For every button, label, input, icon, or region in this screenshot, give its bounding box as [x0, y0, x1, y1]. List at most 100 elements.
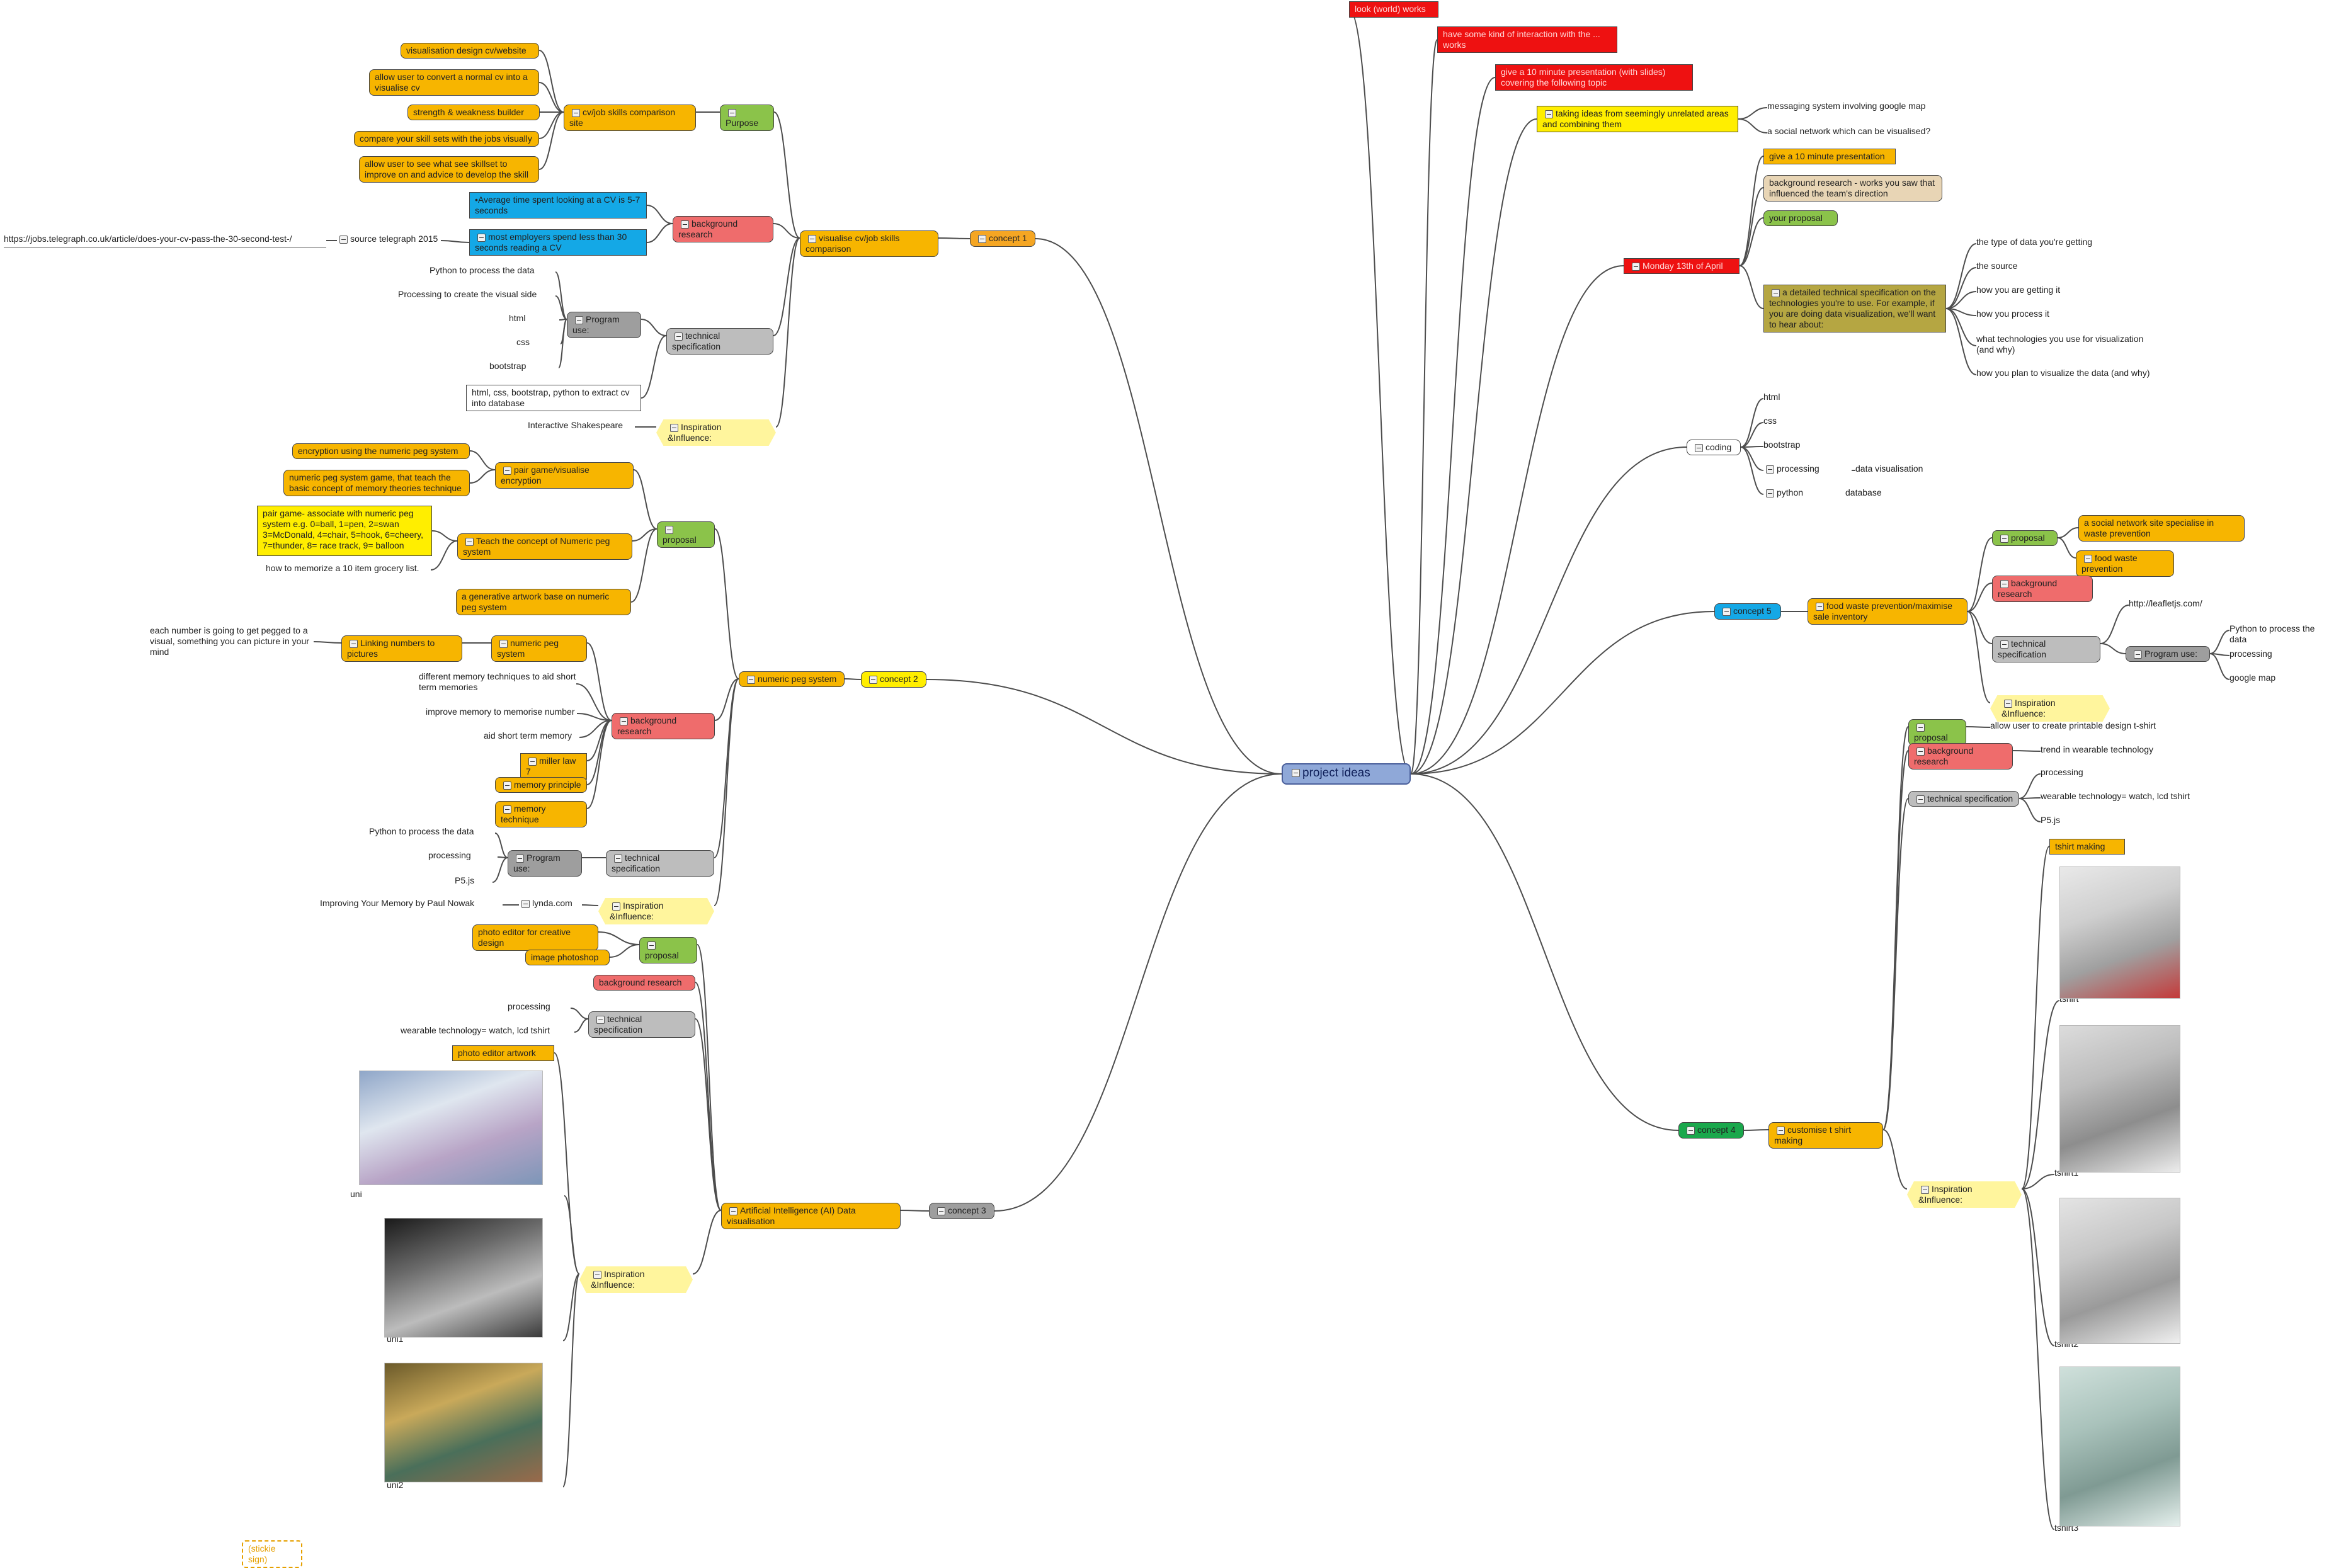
node-c2b1a[interactable]: Linking numbers to pictures	[341, 635, 462, 662]
node-c1pu[interactable]: Program use:	[567, 312, 641, 338]
collapse-toggle-icon[interactable]	[572, 108, 580, 117]
node-c4i[interactable]: Inspiration &Influence:	[1907, 1181, 2022, 1208]
node-c4t[interactable]: technical specification	[1908, 791, 2019, 807]
node-c2b3[interactable]: improve memory to memorise number	[426, 707, 577, 720]
collapse-toggle-icon[interactable]	[1687, 1126, 1695, 1135]
node-cod4[interactable]: processing	[1763, 463, 1852, 477]
node-c5pu2[interactable]: processing	[2229, 649, 2299, 662]
collapse-toggle-icon[interactable]	[1545, 110, 1553, 118]
node-cod4a[interactable]: data visualisation	[1855, 463, 1937, 477]
node-c2pu3[interactable]: P5.js	[455, 875, 493, 889]
node-c2[interactable]: concept 2	[861, 671, 926, 688]
node-c2b6[interactable]: memory principle	[495, 777, 587, 793]
collapse-toggle-icon[interactable]	[477, 233, 486, 242]
node-c2t[interactable]: technical specification	[606, 850, 714, 877]
node-cod1[interactable]: html	[1763, 392, 1808, 406]
node-c3im3[interactable]: uni2	[387, 1480, 563, 1494]
collapse-toggle-icon[interactable]	[808, 234, 816, 243]
node-c1b2[interactable]: most employers spend less than 30 second…	[469, 229, 647, 256]
node-c4p[interactable]: proposal	[1908, 719, 1966, 746]
node-r1[interactable]: look (world) works	[1349, 1, 1438, 18]
node-mon4[interactable]: a detailed technical specification on th…	[1763, 285, 1946, 332]
node-c1s2[interactable]: allow user to convert a normal cv into a…	[369, 69, 539, 96]
collapse-toggle-icon[interactable]	[339, 235, 348, 244]
node-c3p2[interactable]: image photoshop	[525, 950, 610, 965]
node-mon4c[interactable]: how you are getting it	[1976, 285, 2068, 298]
node-c1b3[interactable]: source telegraph 2015	[337, 234, 441, 247]
collapse-toggle-icon[interactable]	[1632, 262, 1640, 271]
node-c3a[interactable]: Artificial Intelligence (AI) Data visual…	[721, 1203, 901, 1229]
collapse-toggle-icon[interactable]	[1816, 602, 1824, 611]
collapse-toggle-icon[interactable]	[503, 805, 511, 814]
node-c1pu5[interactable]: bootstrap	[489, 361, 559, 375]
collapse-toggle-icon[interactable]	[1921, 1185, 1929, 1194]
node-c5t1[interactable]: http://leafletjs.com/	[2129, 598, 2223, 612]
node-c1pu4[interactable]: css	[516, 337, 561, 351]
collapse-toggle-icon[interactable]	[2000, 534, 2008, 543]
node-c2pu1[interactable]: Python to process the data	[369, 826, 495, 840]
node-c3t1[interactable]: processing	[508, 1001, 571, 1015]
node-c5p2[interactable]: food waste prevention	[2076, 550, 2174, 577]
node-root[interactable]: project ideas	[1282, 763, 1411, 785]
node-fl[interactable]: (stickie sign)	[242, 1540, 302, 1568]
collapse-toggle-icon[interactable]	[1722, 607, 1731, 616]
collapse-toggle-icon[interactable]	[747, 675, 755, 684]
node-mon4e[interactable]: what technologies you use for visualizat…	[1976, 334, 2148, 358]
collapse-toggle-icon[interactable]	[465, 537, 474, 546]
node-c2b[interactable]: background research	[612, 713, 715, 739]
node-cod[interactable]: coding	[1687, 440, 1741, 455]
node-c2p1a[interactable]: encryption using the numeric peg system	[292, 443, 470, 459]
node-c5b[interactable]: background research	[1992, 576, 2093, 602]
node-c2p2a[interactable]: pair game- associate with numeric peg sy…	[257, 506, 432, 556]
collapse-toggle-icon[interactable]	[1695, 443, 1703, 452]
node-c3b[interactable]: background research	[593, 975, 695, 991]
node-c5p1[interactable]: a social network site specialise in wast…	[2078, 515, 2245, 542]
collapse-toggle-icon[interactable]	[2004, 699, 2012, 708]
node-c1b4[interactable]: https://jobs.telegraph.co.uk/article/doe…	[4, 234, 326, 247]
node-c1b[interactable]: background research	[673, 216, 773, 242]
node-c1s1[interactable]: visualisation design cv/website	[401, 43, 539, 59]
collapse-toggle-icon[interactable]	[593, 1270, 601, 1279]
node-c5[interactable]: concept 5	[1714, 603, 1781, 620]
node-r4b[interactable]: a social network which can be visualised…	[1767, 126, 1936, 140]
node-c1i1[interactable]: Interactive Shakespeare	[528, 420, 635, 434]
node-c2p1b[interactable]: numeric peg system game, that teach the …	[283, 470, 470, 496]
node-c4b1[interactable]: trend in wearable technology	[2041, 744, 2168, 758]
node-c5p[interactable]: proposal	[1992, 530, 2058, 546]
node-cod5a[interactable]: database	[1845, 487, 1896, 501]
collapse-toggle-icon[interactable]	[1916, 723, 1925, 732]
collapse-toggle-icon[interactable]	[1766, 465, 1774, 474]
collapse-toggle-icon[interactable]	[596, 1015, 605, 1024]
node-c2b1[interactable]: numeric peg system	[491, 635, 587, 662]
node-c4i0[interactable]: tshirt making	[2049, 839, 2125, 855]
node-r4a[interactable]: messaging system involving google map	[1767, 101, 1936, 115]
node-mon4a[interactable]: the type of data you're getting	[1976, 237, 2106, 251]
node-c2i1[interactable]: lynda.com	[519, 898, 582, 912]
node-r3[interactable]: give a 10 minute presentation (with slid…	[1495, 64, 1693, 91]
node-c2a[interactable]: numeric peg system	[739, 671, 845, 687]
node-c3t[interactable]: technical specification	[588, 1011, 695, 1038]
node-c1s3[interactable]: strength & weakness builder	[407, 105, 540, 120]
collapse-toggle-icon[interactable]	[528, 757, 537, 766]
collapse-toggle-icon[interactable]	[675, 332, 683, 341]
node-c2b1b[interactable]: each number is going to get pegged to a …	[150, 625, 314, 658]
node-c2p[interactable]: proposal	[657, 521, 715, 548]
node-cod5[interactable]: python	[1763, 487, 1845, 501]
node-c5a[interactable]: food waste prevention/maximise sale inve…	[1808, 598, 1967, 625]
node-c5pu1[interactable]: Python to process the data	[2229, 623, 2330, 645]
node-c2i[interactable]: Inspiration &Influence:	[598, 898, 714, 924]
node-c2b7[interactable]: memory technique	[495, 801, 587, 827]
node-c3i[interactable]: Inspiration &Influence:	[579, 1266, 693, 1293]
node-c1t2[interactable]: html, css, bootstrap, python to extract …	[466, 385, 641, 411]
collapse-toggle-icon[interactable]	[620, 717, 628, 725]
node-c4p1[interactable]: allow user to create printable design t-…	[1990, 720, 2173, 734]
collapse-toggle-icon[interactable]	[2000, 640, 2008, 649]
node-c3[interactable]: concept 3	[929, 1203, 994, 1219]
node-mon2[interactable]: background research - works you saw that…	[1763, 175, 1942, 202]
node-c2i2[interactable]: Improving Your Memory by Paul Nowak	[320, 898, 503, 912]
node-mon[interactable]: Monday 13th of April	[1624, 258, 1740, 274]
node-c3im1[interactable]: uni	[350, 1189, 564, 1203]
collapse-toggle-icon[interactable]	[1777, 1126, 1785, 1135]
collapse-toggle-icon[interactable]	[2000, 579, 2008, 588]
collapse-toggle-icon[interactable]	[2084, 554, 2092, 563]
